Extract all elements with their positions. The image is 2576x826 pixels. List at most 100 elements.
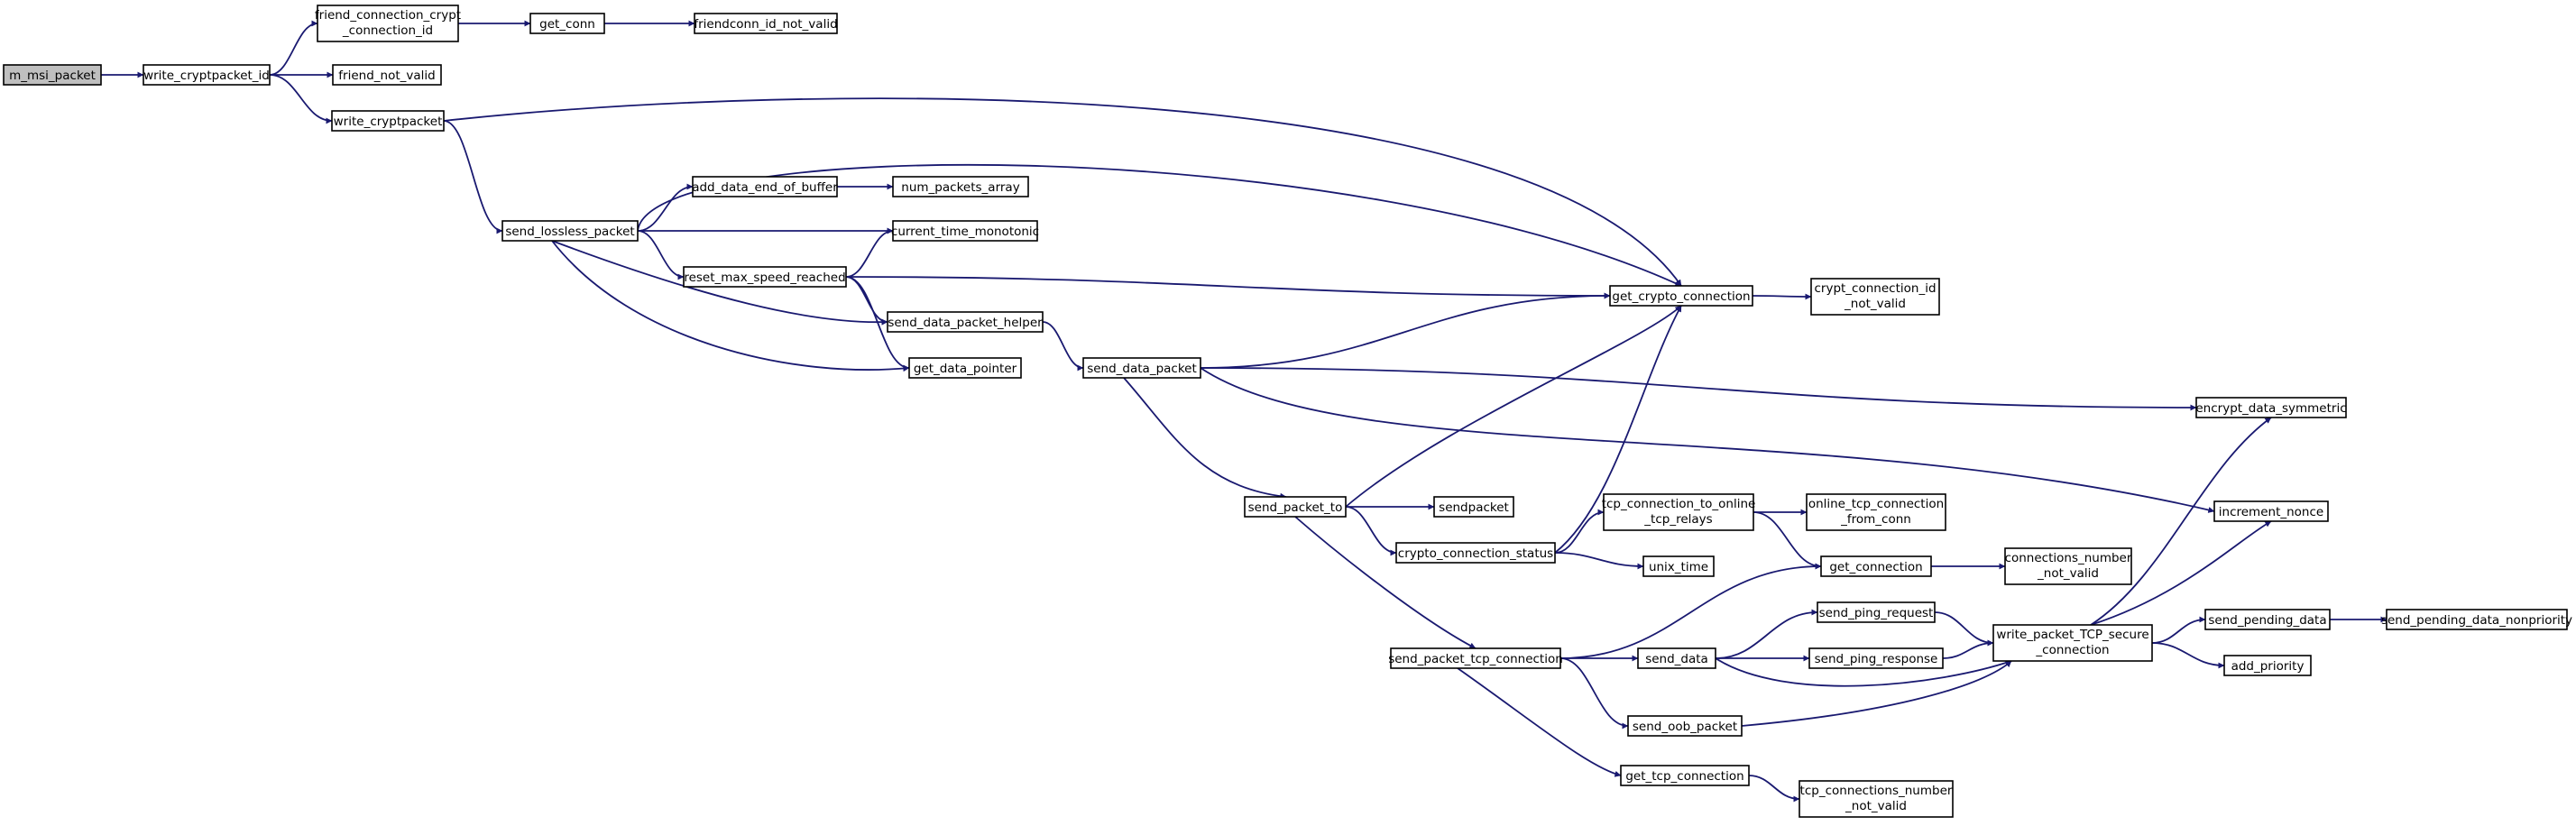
edge-send_data-to-send_ping_request (1715, 609, 1818, 659)
edge-send_packet_to-to-send_packet_tcp_connection (1294, 516, 1477, 649)
node-get_data_pointer[interactable]: get_data_pointer (908, 357, 1022, 379)
node-num_packets_array[interactable]: num_packets_array (892, 176, 1029, 197)
node-friend_connection_crypt_connection_id[interactable]: friend_connection_crypt_connection_id (315, 5, 461, 42)
node-send_packet_to[interactable]: send_packet_to (1244, 496, 1347, 518)
node-label: send_oob_packet (1633, 720, 1737, 734)
node-label: increment_nonce (2219, 505, 2323, 519)
node-get_conn[interactable]: get_conn (529, 13, 605, 34)
node-box (908, 357, 1022, 379)
node-box (332, 64, 442, 86)
edge-send_lossless_packet-to-get_data_pointer (551, 240, 910, 372)
node-label: current_time_monotonic (891, 225, 1039, 239)
node-add_data_end_of_buffer[interactable]: add_data_end_of_buffer (692, 176, 838, 197)
node-box (892, 176, 1029, 197)
edge-crypto_connection_status-to-unix_time (1554, 552, 1644, 570)
node-current_time_monotonic[interactable]: current_time_monotonic (891, 220, 1039, 242)
node-label: send_packet_to (1248, 500, 1343, 515)
node-label: send_pending_data (2208, 613, 2326, 628)
node-label: tcp_connection_to_online (1602, 497, 1756, 511)
node-label: crypt_connection_id (1814, 281, 1936, 296)
node-encrypt_data_symmetric[interactable]: encrypt_data_symmetric (2195, 397, 2347, 418)
node-box (1627, 715, 1743, 737)
node-send_pending_data[interactable]: send_pending_data (2204, 609, 2331, 630)
node-label: add_priority (2231, 659, 2305, 674)
node-send_ping_response[interactable]: send_ping_response (1808, 647, 1944, 669)
node-sendpacket[interactable]: sendpacket (1433, 496, 1514, 518)
node-connections_number_not_valid[interactable]: connections_number_not_valid (2004, 547, 2132, 585)
node-send_pending_data_nonpriority[interactable]: send_pending_data_nonpriority (2381, 609, 2572, 630)
edge-send_packet_to-to-get_crypto_connection (1345, 305, 1682, 508)
node-box (143, 64, 271, 86)
edge-send_data_packet-to-encrypt_data_symmetric (1200, 367, 2197, 411)
edge-reset_max_speed_reached-to-get_crypto_connection (845, 276, 1611, 299)
node-write_cryptpacket[interactable]: write_cryptpacket (331, 110, 445, 132)
edge-write_packet_TCP_secure_connection-to-send_pending_data (2151, 616, 2206, 644)
node-box (1820, 555, 1932, 577)
node-write_packet_TCP_secure_connection[interactable]: write_packet_TCP_secure_connection (1992, 624, 2153, 662)
node-label: _tcp_relays (1643, 512, 1712, 527)
node-send_packet_tcp_connection[interactable]: send_packet_tcp_connection (1388, 647, 1563, 669)
edge-write_cryptpacket-to-send_lossless_packet (443, 120, 503, 234)
edge-send_ping_response-to-write_packet_TCP_secure_connection (1942, 639, 1994, 659)
node-crypto_connection_status[interactable]: crypto_connection_status (1395, 542, 1556, 564)
node-label: friend_connection_crypt (315, 8, 461, 23)
node-label: m_msi_packet (9, 69, 96, 83)
node-label: unix_time (1649, 560, 1708, 574)
node-label: tcp_connections_number (1800, 784, 1953, 798)
node-online_tcp_connection_from_conn[interactable]: online_tcp_connection_from_conn (1806, 493, 1946, 531)
node-friend_not_valid[interactable]: friend_not_valid (332, 64, 442, 86)
node-label: get_crypto_connection (1612, 289, 1750, 304)
node-reset_max_speed_reached[interactable]: reset_max_speed_reached (683, 266, 847, 288)
node-label: reset_max_speed_reached (684, 271, 845, 285)
node-box (1433, 496, 1514, 518)
edge-send_lossless_packet-to-get_crypto_connection (637, 163, 1682, 287)
node-label: encrypt_data_symmetric (2195, 401, 2346, 416)
node-label: send_packet_tcp_connection (1388, 652, 1563, 666)
node-box (1808, 647, 1944, 669)
node-label: add_data_end_of_buffer (692, 180, 838, 195)
node-label: connections_number (2005, 551, 2132, 565)
node-write_cryptpacket_id[interactable]: write_cryptpacket_id (143, 64, 271, 86)
node-box (692, 176, 838, 197)
node-tcp_connections_number_not_valid[interactable]: tcp_connections_number_not_valid (1799, 780, 1954, 818)
node-label: send_lossless_packet (505, 225, 634, 239)
node-increment_nonce[interactable]: increment_nonce (2213, 500, 2329, 522)
node-box (1992, 624, 2153, 662)
node-get_crypto_connection[interactable]: get_crypto_connection (1609, 285, 1753, 307)
node-box (317, 5, 459, 42)
node-send_data[interactable]: send_data (1637, 647, 1716, 669)
node-box (1395, 542, 1556, 564)
node-crypt_connection_id_not_valid[interactable]: crypt_connection_id_not_valid (1810, 278, 1940, 316)
node-box (1390, 647, 1561, 669)
edge-send_data_packet_helper-to-send_data_packet (1042, 321, 1084, 372)
node-get_tcp_connection[interactable]: get_tcp_connection (1620, 765, 1750, 786)
node-get_connection[interactable]: get_connection (1820, 555, 1932, 577)
node-box (1620, 765, 1750, 786)
node-send_lossless_packet[interactable]: send_lossless_packet (501, 220, 639, 242)
edge-write_cryptpacket_id-to-friend_connection_crypt_connection_id (269, 20, 318, 76)
node-send_oob_packet[interactable]: send_oob_packet (1627, 715, 1743, 737)
edge-send_packet_to-to-crypto_connection_status (1345, 506, 1397, 556)
edge-send_data_packet-to-increment_nonce (1200, 367, 2215, 513)
edge-write_cryptpacket-to-get_crypto_connection (443, 97, 1682, 287)
node-box (1082, 357, 1201, 379)
node-add_priority[interactable]: add_priority (2223, 655, 2312, 676)
node-m_msi_packet[interactable]: m_msi_packet (3, 64, 102, 86)
node-send_data_packet_helper[interactable]: send_data_packet_helper (887, 311, 1044, 333)
node-label: send_data_packet (1087, 362, 1197, 376)
node-friendconn_id_not_valid[interactable]: friendconn_id_not_valid (694, 13, 838, 34)
node-tcp_connection_to_online_tcp_relays[interactable]: tcp_connection_to_online_tcp_relays (1602, 493, 1756, 531)
node-send_ping_request[interactable]: send_ping_request (1817, 601, 1936, 623)
node-send_data_packet[interactable]: send_data_packet (1082, 357, 1201, 379)
edge-reset_max_speed_reached-to-send_data_packet_helper (845, 276, 888, 326)
edge-send_lossless_packet-to-add_data_end_of_buffer (637, 183, 694, 232)
node-label: _connection (2035, 643, 2109, 657)
node-box (1609, 285, 1753, 307)
node-label: write_cryptpacket_id (143, 69, 270, 83)
node-unix_time[interactable]: unix_time (1642, 555, 1715, 577)
node-box (2386, 609, 2568, 630)
node-box (683, 266, 847, 288)
node-box (501, 220, 639, 242)
edge-send_packet_tcp_connection-to-get_tcp_connection (1457, 667, 1622, 777)
edge-send_data_packet-to-send_packet_to (1123, 377, 1287, 500)
